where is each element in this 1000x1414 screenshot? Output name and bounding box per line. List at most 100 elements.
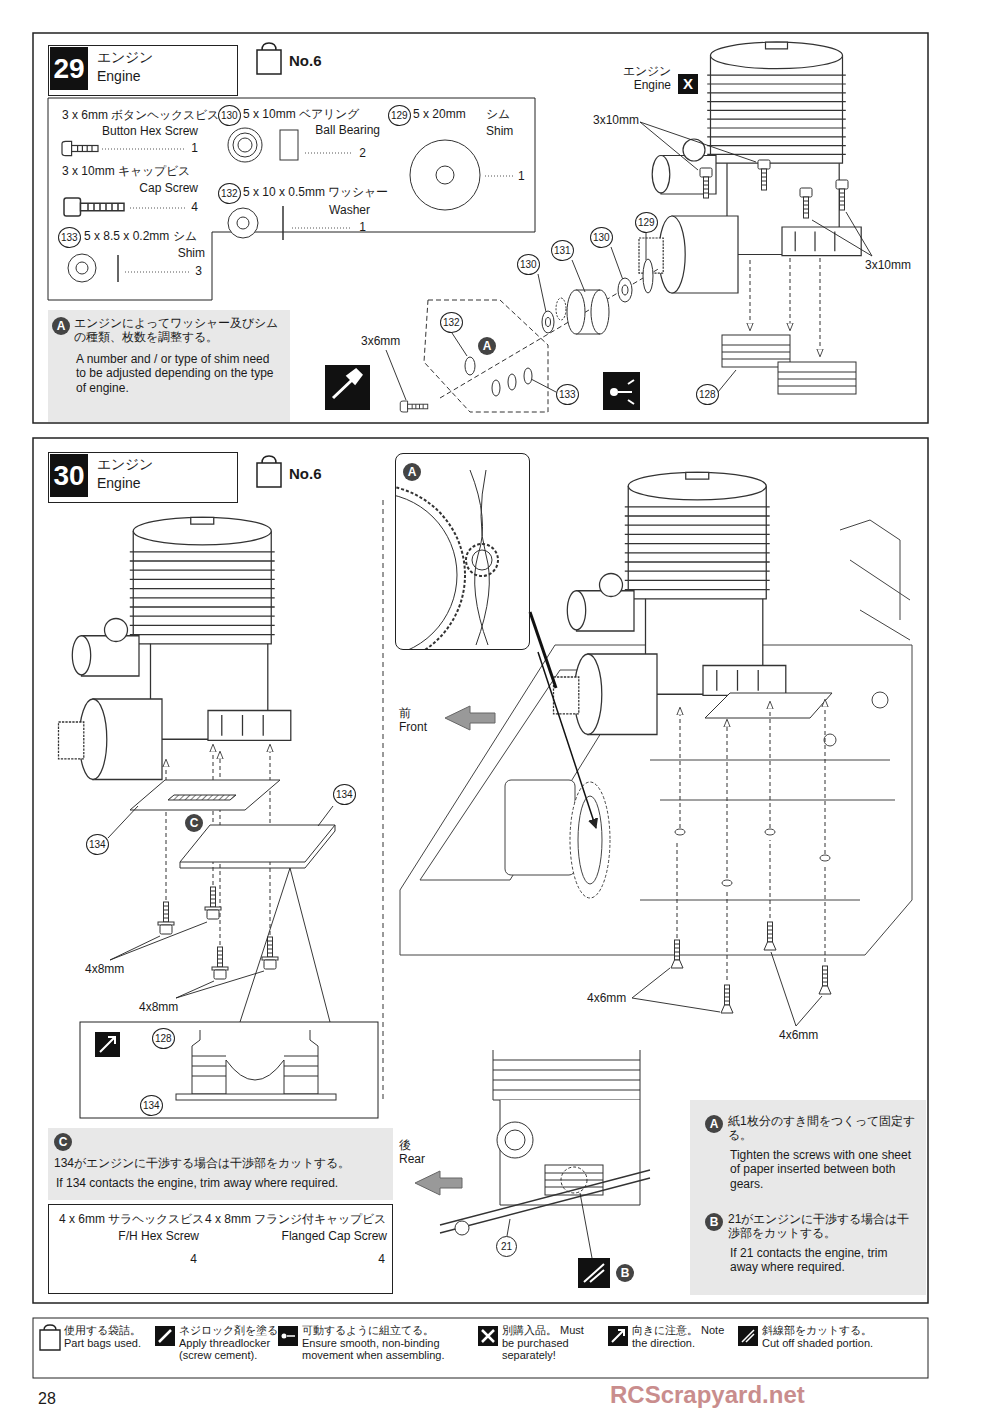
note-box: A紙1枚分のすき間をつくって固定する。Tighten the screws wi… (690, 1100, 926, 1295)
part-icon (117, 255, 119, 282)
page-number: 28 (38, 1390, 56, 1408)
screw-size: 3x10mm (592, 113, 640, 127)
node-text: F/H Hex Screw (79, 1229, 199, 1243)
assembly-arrow (750, 260, 751, 330)
node-text: 4 (185, 1252, 197, 1266)
cut-icon (578, 1258, 610, 1288)
exploded-parts (524, 368, 532, 384)
part-icon (238, 138, 252, 152)
note-box: Aエンジンによってワッシャー及びシムの種類、枚数を調整する。A number a… (48, 310, 290, 422)
chassis-drawing (820, 855, 830, 861)
assembly-arrow (680, 708, 681, 828)
node-text: Tighten the screws with one sheet of pap… (730, 1148, 918, 1191)
node-text: 4 x 6mm サラヘックスビス (59, 1212, 204, 1226)
leader-line (318, 806, 333, 826)
detail-pointer (538, 652, 596, 828)
legend-text: ネジロック剤を塗る。 Apply threadlocker (screw cem… (179, 1324, 294, 1362)
leader-line (290, 868, 330, 1022)
dotted-leader (292, 228, 352, 229)
screw-drawing (262, 937, 278, 969)
callout-number: 128 (152, 1028, 175, 1049)
section-detail (80, 1022, 378, 1118)
exploded-parts (618, 278, 632, 302)
threadlock-icon (325, 365, 370, 410)
node-text: エンジンによってワッシャー及びシムの種類、枚数を調整する。 (74, 316, 284, 345)
parts-list: 3 x 6mm ボタンヘックスビスButton Hex Screw13 x 10… (48, 98, 535, 300)
node-text: 3 x 6mm ボタンヘックスビス (62, 108, 219, 122)
callout-number: 134 (333, 784, 356, 805)
leader-line (611, 247, 623, 280)
assembly-arrow (820, 258, 821, 356)
callout-number: 130 (218, 105, 241, 126)
chassis-drawing (675, 829, 685, 835)
direction-arrow (415, 706, 495, 1195)
part-icon (436, 166, 454, 184)
node-text: Cap Screw (90, 181, 198, 195)
node-text: Ball Bearing (280, 123, 380, 137)
leader-line (108, 806, 138, 838)
assembly-arrow (825, 700, 826, 854)
exploded-parts (546, 318, 551, 327)
node-text: 134がエンジンに干渉する場合は干渉部をカットする。 (54, 1156, 389, 1170)
separator-line (383, 500, 384, 1100)
mount-plate (180, 825, 335, 868)
leader-line (507, 1219, 510, 1236)
detail-inset: A (395, 453, 530, 650)
screw-size: 4x8mm (84, 962, 125, 976)
chassis-drawing (722, 880, 732, 886)
assembly-arrow (727, 890, 728, 980)
legend-icon (738, 1326, 758, 1346)
note-marker: C (185, 814, 203, 832)
leader-line (176, 971, 264, 998)
legend-icon (608, 1326, 628, 1346)
chassis-drawing (765, 829, 775, 835)
mount-block (778, 362, 856, 394)
assembly-arrow (770, 840, 771, 918)
step-title: 29エンジンEngine (48, 45, 238, 96)
screw-size: 3x10mm (864, 258, 912, 272)
node-text: Washer (290, 203, 370, 217)
bag-icon (257, 456, 281, 487)
mount-block (722, 345, 790, 359)
callout-number: 130 (590, 227, 613, 248)
engine-rear-view (497, 1122, 533, 1158)
dotted-leader (485, 176, 514, 177)
leader-line (632, 968, 670, 998)
part-icon (62, 128, 480, 282)
leader-line (572, 260, 585, 292)
node-text: エンジン (97, 456, 153, 473)
direction-label: 前 Front (398, 706, 440, 735)
threadlock-icon (325, 365, 370, 410)
node-text: Engine (97, 68, 141, 85)
legend-icon (612, 1330, 624, 1342)
legend-text: 斜線部をカットする。 Cut off shaded portion. (762, 1324, 882, 1349)
dotted-leader (125, 272, 189, 273)
exploded-parts (542, 311, 554, 333)
legend-text: 使用する袋詰。 Part bags used. (64, 1324, 156, 1349)
part-icon (410, 140, 480, 210)
section-detail (95, 1032, 120, 1057)
part-icon (237, 217, 249, 229)
node-text: Shim (486, 124, 513, 138)
legend-icon (40, 1325, 60, 1350)
direction-arrow (415, 1171, 462, 1195)
leader-line (580, 1193, 592, 1258)
dotted-leader (102, 149, 186, 150)
section-detail (192, 1030, 318, 1094)
screw-drawing (158, 902, 174, 934)
cut-icon (584, 1264, 604, 1282)
engine-rear-view (505, 1130, 525, 1150)
callout-number: 133 (58, 227, 81, 248)
legend-frame (33, 1318, 928, 1378)
mount-block (722, 335, 856, 394)
parts-list-outline (48, 98, 535, 300)
callout-number: 129 (635, 212, 658, 233)
parts-list: 4 x 6mm サラヘックスビスF/H Hex Screw44 x 8mm フラ… (48, 1204, 393, 1294)
exploded-parts (424, 300, 548, 412)
node-text: 21がエンジンに干渉する場合は干渉部をカットする。 (728, 1212, 918, 1241)
screw-drawing (700, 160, 848, 218)
node-text: A number and / or type of shim need to b… (76, 352, 282, 395)
detail-pointer (530, 612, 596, 828)
step-panel (33, 33, 928, 423)
callout-number: 133 (556, 384, 579, 405)
